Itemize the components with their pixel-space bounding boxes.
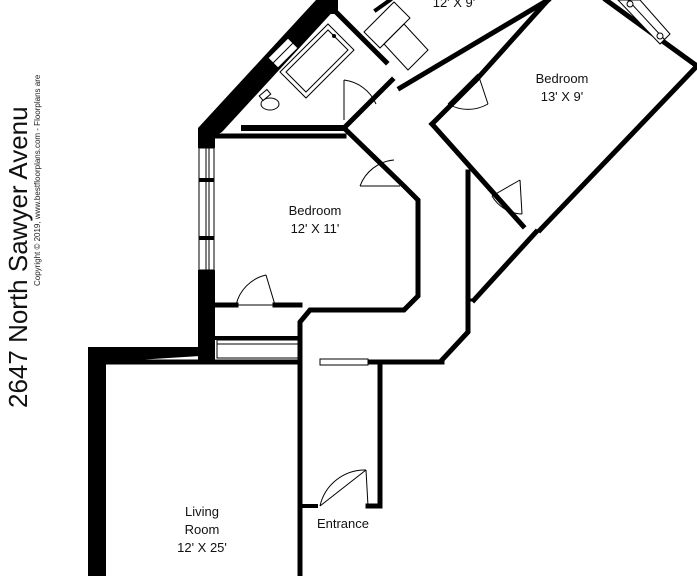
passage-opening [319, 358, 369, 366]
living-room-size: 12' X 25' [177, 540, 227, 555]
plan-title: 2647 North Sawyer Avenu [3, 106, 33, 408]
bathtub [279, 23, 355, 99]
window-bathroom [267, 37, 299, 69]
exterior-walls [88, 0, 338, 576]
window-left-bedroom [198, 147, 215, 271]
top-room-size: 12' X 9' [433, 0, 476, 10]
toilet-icon [258, 88, 280, 111]
interior-walls [103, 0, 697, 576]
door-right-closet [491, 179, 523, 215]
living-room-name-1: Living [185, 504, 219, 519]
door-left-closet [235, 274, 276, 306]
living-room-name-2: Room [185, 522, 220, 537]
bedroom-left-name: Bedroom [289, 203, 342, 218]
bedroom-right-size: 13' X 9' [541, 89, 584, 104]
copyright-text: Copyright © 2019, www.bestfloorplans.com… [33, 74, 42, 286]
bedroom-right-name: Bedroom [536, 71, 589, 86]
sink-icon [363, 1, 411, 49]
door-entrance [319, 469, 369, 507]
door-bathroom [343, 79, 377, 120]
door-left-bedroom [359, 159, 400, 187]
door-right-bedroom [447, 73, 489, 110]
bedroom-left-size: 12' X 11' [291, 221, 340, 236]
window-right-bedroom [617, 0, 671, 45]
entrance-label: Entrance [317, 516, 369, 531]
closet-shelf [383, 23, 429, 71]
